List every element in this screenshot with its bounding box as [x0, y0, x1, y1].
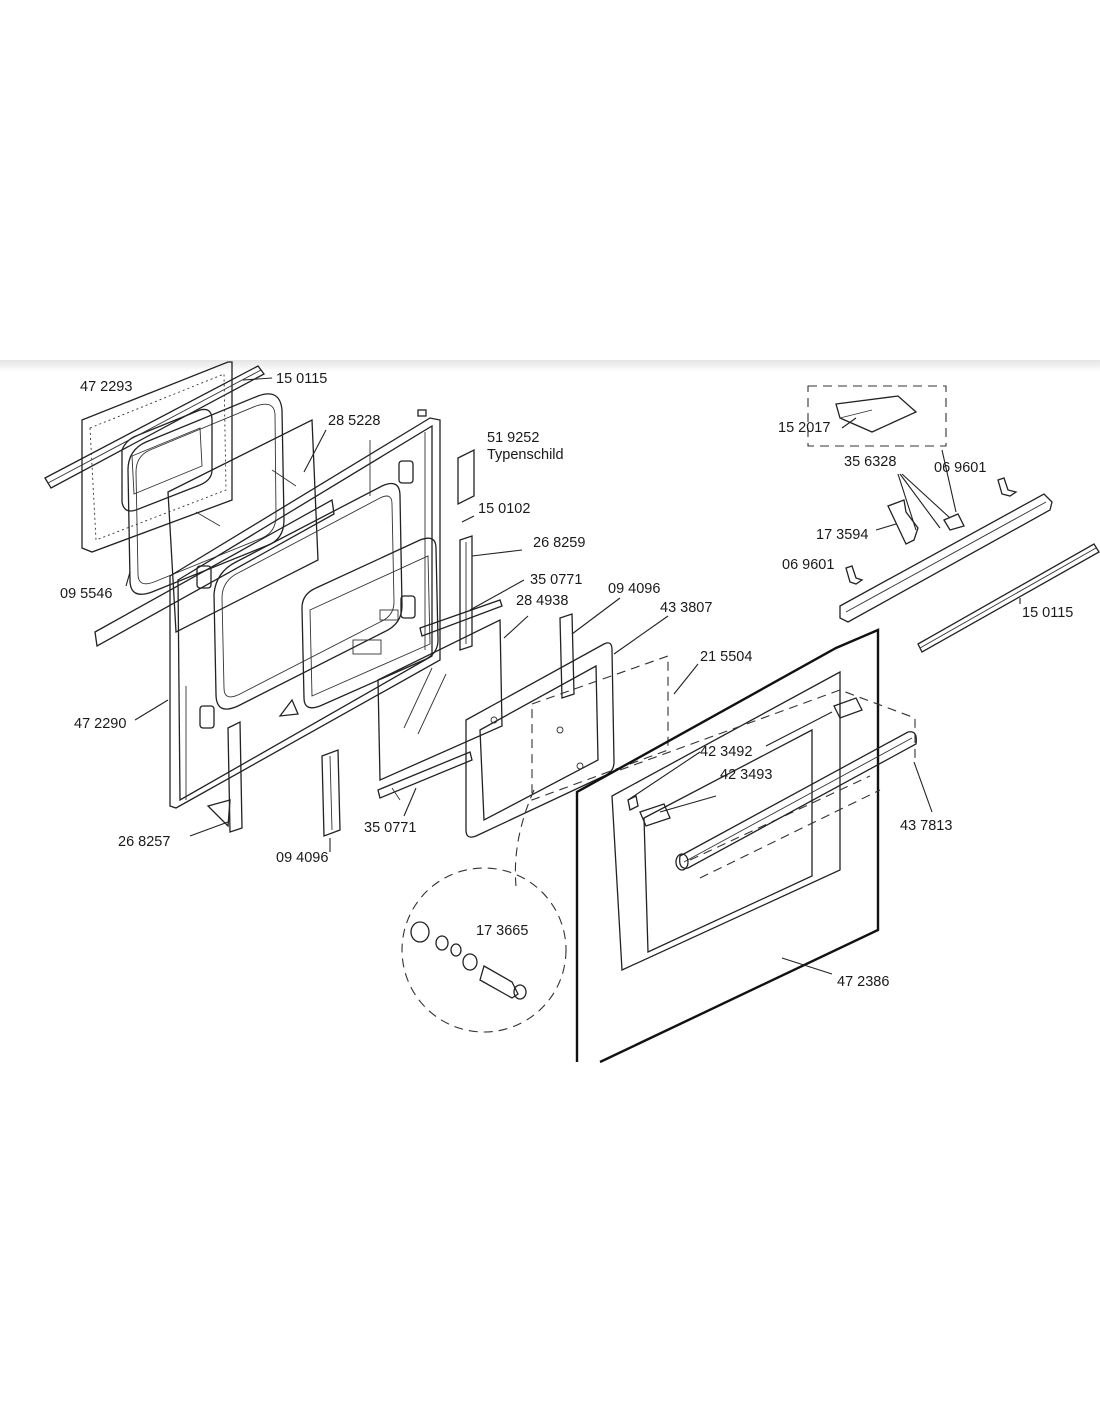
- label-284938: 28 4938: [516, 593, 568, 609]
- rail-350771-top: [419, 599, 503, 637]
- part-152017-box: [807, 385, 947, 447]
- leader-lines: [125, 377, 1021, 975]
- seal-strip-150115-top: [44, 365, 265, 489]
- label-173665: 17 3665: [476, 923, 528, 939]
- label-268259: 26 8259: [533, 535, 585, 551]
- label-152017: 15 2017: [778, 420, 830, 436]
- label-285228: 28 5228: [328, 413, 380, 429]
- label-150115-right: 15 0115: [1022, 605, 1073, 621]
- label-095546: 09 5546: [60, 586, 112, 602]
- type-plate-519252: [369, 440, 475, 506]
- clip-069601-top: [997, 477, 1018, 497]
- frame-433807: [465, 642, 615, 838]
- label-472293: 47 2293: [80, 379, 132, 395]
- label-268257: 26 8257: [118, 834, 170, 850]
- bracket-423492: [833, 697, 863, 719]
- label-350771-top: 35 0771: [530, 572, 582, 588]
- label-350771-bottom: 35 0771: [364, 820, 416, 836]
- detail-173665-fasteners: [401, 789, 567, 1033]
- rail-350771-bottom: [377, 751, 473, 801]
- glass-pane-285228: [167, 418, 319, 634]
- hinge-block-094096-bottom: [321, 749, 341, 837]
- label-094096-bottom: 09 4096: [276, 850, 328, 866]
- label-173594: 17 3594: [816, 527, 868, 543]
- clip-069601-left: [845, 565, 864, 585]
- glass-pane-284938: [377, 618, 503, 781]
- seal-strip-150115-right: [917, 543, 1100, 653]
- door-frame-472290: [169, 409, 441, 809]
- panel-215504: [531, 655, 669, 801]
- frame-150102: [301, 537, 439, 709]
- label-519252: 51 9252: [487, 430, 539, 446]
- bracket-423493: [627, 795, 671, 827]
- part-labels: 47 2293 15 0115 28 5228 51 9252 Typensch…: [60, 371, 1073, 990]
- label-356328: 35 6328: [844, 454, 896, 470]
- hinge-268257: [206, 720, 243, 833]
- label-472386: 47 2386: [837, 974, 889, 990]
- label-069601-left: 06 9601: [782, 557, 834, 573]
- gasket-095546: [127, 393, 285, 595]
- rail-assembly-356328: [839, 493, 1053, 623]
- label-215504: 21 5504: [700, 649, 752, 665]
- label-typenschild: Typenschild: [487, 447, 564, 463]
- label-094096-top: 09 4096: [608, 581, 660, 597]
- label-069601-top: 06 9601: [934, 460, 986, 476]
- hinge-268259: [459, 535, 473, 651]
- label-150102: 15 0102: [478, 501, 530, 517]
- label-423493: 42 3493: [720, 767, 772, 783]
- handle-437813: [675, 731, 917, 871]
- hinge-block-094096-top: [559, 613, 575, 699]
- label-433807: 43 3807: [660, 600, 712, 616]
- label-423492: 42 3492: [700, 744, 752, 760]
- bracket-173594: [887, 499, 919, 545]
- page-top-band: [0, 360, 1100, 372]
- outer-door-472386: [575, 628, 916, 1064]
- label-437813: 43 7813: [900, 818, 952, 834]
- label-150115-top: 15 0115: [276, 371, 327, 387]
- label-472290: 47 2290: [74, 716, 126, 732]
- strip-150102: [94, 498, 335, 648]
